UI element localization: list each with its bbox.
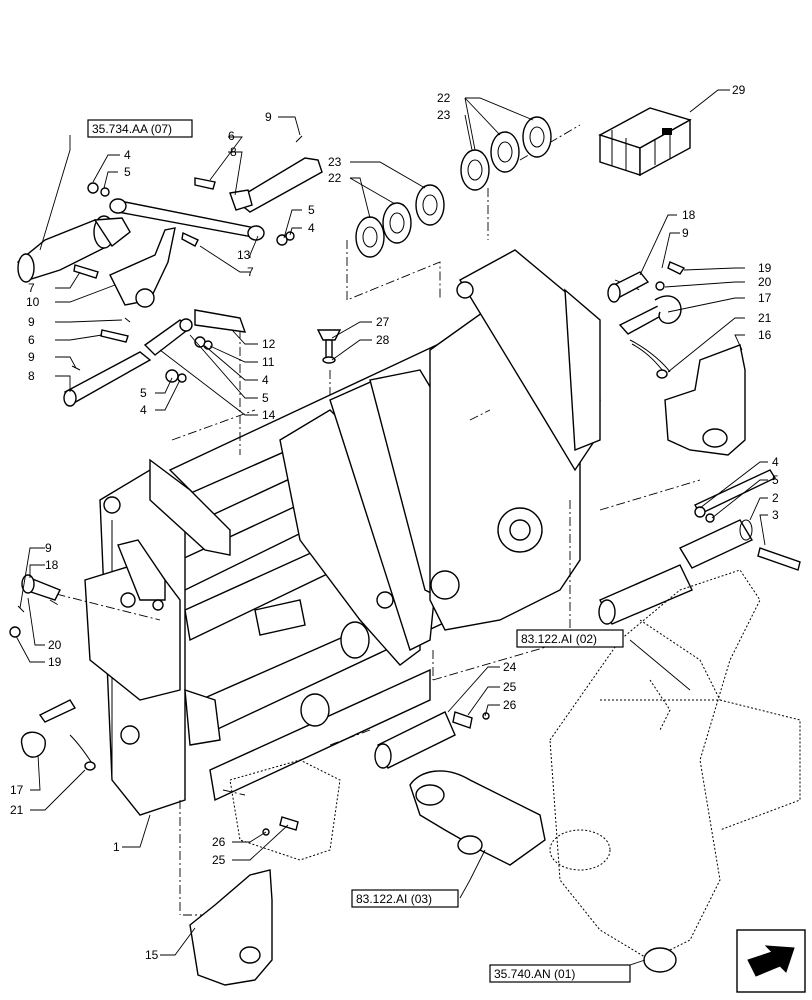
label-5: 5 bbox=[140, 386, 147, 400]
left-pins bbox=[9, 574, 96, 771]
label-6: 6 bbox=[228, 129, 235, 143]
label-4: 4 bbox=[308, 221, 315, 235]
label-7: 7 bbox=[28, 281, 35, 295]
label-18: 18 bbox=[682, 208, 696, 222]
label-4: 4 bbox=[772, 455, 779, 469]
label-16: 16 bbox=[758, 328, 772, 342]
lower-pins bbox=[189, 711, 490, 986]
label-5: 5 bbox=[308, 203, 315, 217]
label-6: 6 bbox=[28, 333, 35, 347]
reference-boxes: 35.734.AA (07) 83.122.AI (02) 83.122.AI … bbox=[87, 119, 631, 983]
label-26: 26 bbox=[212, 835, 226, 849]
right-mid-pins bbox=[598, 469, 801, 625]
label-20: 20 bbox=[758, 275, 772, 289]
label-27: 27 bbox=[376, 315, 390, 329]
ref-link-35-740-an-01[interactable]: 35.740.AN (01) bbox=[489, 964, 631, 983]
svg-text:35.734.AA (07): 35.734.AA (07) bbox=[92, 122, 172, 136]
label-1: 1 bbox=[113, 840, 120, 854]
label-4: 4 bbox=[262, 373, 269, 387]
upper-linkage bbox=[17, 135, 323, 407]
arrow-next-icon[interactable] bbox=[736, 929, 806, 993]
spacers bbox=[355, 116, 552, 258]
label-5: 5 bbox=[124, 165, 131, 179]
svg-text:83.122.AI (03): 83.122.AI (03) bbox=[356, 892, 432, 906]
leader-lines bbox=[15, 89, 768, 966]
label-24: 24 bbox=[503, 660, 517, 674]
label-22: 22 bbox=[328, 171, 342, 185]
label-21: 21 bbox=[10, 803, 24, 817]
label-17: 17 bbox=[758, 291, 772, 305]
svg-text:83.122.AI (02): 83.122.AI (02) bbox=[521, 632, 597, 646]
ref-link-83-122-ai-03[interactable]: 83.122.AI (03) bbox=[351, 889, 459, 908]
part-labels: 1 2 3 4 5 6 7 8 9 10 11 12 13 14 15 16 1… bbox=[10, 83, 779, 962]
label-14: 14 bbox=[262, 408, 276, 422]
label-18: 18 bbox=[45, 558, 59, 572]
main-frame bbox=[84, 249, 601, 816]
label-26: 26 bbox=[503, 698, 517, 712]
bolt-27 bbox=[316, 329, 342, 364]
label-23: 23 bbox=[437, 108, 451, 122]
label-29: 29 bbox=[732, 83, 746, 97]
label-19: 19 bbox=[48, 655, 62, 669]
label-3: 3 bbox=[772, 508, 779, 522]
bellcrank-arm bbox=[229, 569, 801, 973]
label-9: 9 bbox=[28, 315, 35, 329]
label-10: 10 bbox=[26, 295, 40, 309]
label-8: 8 bbox=[230, 145, 237, 159]
label-17: 17 bbox=[10, 783, 24, 797]
label-13: 13 bbox=[237, 248, 251, 262]
ref-link-83-122-ai-02[interactable]: 83.122.AI (02) bbox=[516, 629, 624, 648]
label-9: 9 bbox=[45, 541, 52, 555]
crate-kit bbox=[598, 107, 692, 177]
label-11: 11 bbox=[262, 355, 275, 369]
label-2: 2 bbox=[772, 491, 779, 505]
svg-text:35.740.AN (01): 35.740.AN (01) bbox=[494, 967, 575, 981]
label-9: 9 bbox=[265, 110, 272, 124]
right-pins bbox=[607, 261, 746, 456]
ref-link-35-734-aa[interactable]: 35.734.AA (07) bbox=[87, 119, 193, 138]
label-9: 9 bbox=[682, 226, 689, 240]
label-4: 4 bbox=[140, 403, 147, 417]
label-7: 7 bbox=[247, 265, 254, 279]
label-22: 22 bbox=[437, 91, 451, 105]
label-8: 8 bbox=[28, 369, 35, 383]
label-23: 23 bbox=[328, 155, 342, 169]
label-28: 28 bbox=[376, 333, 390, 347]
label-12: 12 bbox=[262, 337, 276, 351]
label-5: 5 bbox=[772, 473, 779, 487]
label-9: 9 bbox=[28, 350, 35, 364]
label-19: 19 bbox=[758, 261, 772, 275]
label-5: 5 bbox=[262, 391, 269, 405]
label-21: 21 bbox=[758, 311, 772, 325]
label-25: 25 bbox=[212, 853, 226, 867]
label-20: 20 bbox=[48, 638, 62, 652]
label-25: 25 bbox=[503, 680, 517, 694]
label-4: 4 bbox=[124, 148, 131, 162]
label-15: 15 bbox=[145, 948, 159, 962]
